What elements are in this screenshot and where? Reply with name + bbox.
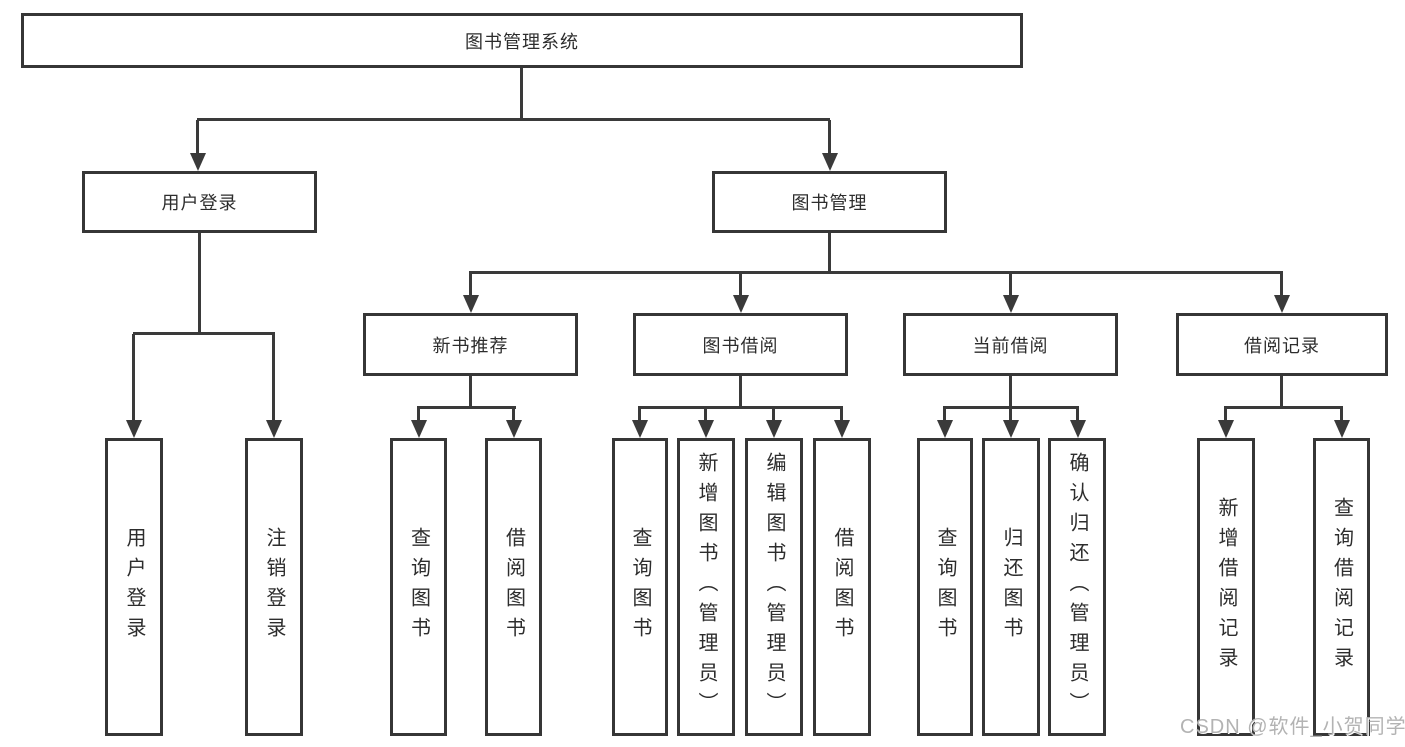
- node-user-login: 用户登录: [82, 171, 317, 233]
- leaf-label: 新增图书（管理员）: [695, 452, 717, 722]
- node-new-book-recommend: 新书推荐: [363, 313, 578, 376]
- leaf-add-borrow-record: 新增借阅记录: [1197, 438, 1255, 736]
- connector-mgmt-stub: [828, 233, 831, 273]
- connector-arrow-sec2-child2: [1076, 408, 1079, 421]
- connector-arrow-sec3-child0: [1224, 408, 1227, 421]
- leaf-label: 编辑图书（管理员）: [763, 452, 785, 722]
- leaf-query-books-current: 查询图书: [917, 438, 973, 736]
- connector-arrow-sec1-child2: [772, 408, 775, 421]
- leaf-user-login: 用户登录: [105, 438, 163, 736]
- leaf-confirm-return-admin: 确认归还（管理员）: [1048, 438, 1106, 736]
- connector-arrow-sec1-child0: [638, 408, 641, 421]
- connector-sec0-bar: [417, 406, 516, 409]
- leaf-label: 查询图书: [629, 527, 651, 647]
- leaf-label: 用户登录: [123, 527, 145, 647]
- leaf-logout: 注销登录: [245, 438, 303, 736]
- connector-sec3-stub: [1280, 376, 1283, 408]
- leaf-label: 借阅图书: [831, 527, 853, 647]
- node-label: 借阅记录: [1244, 335, 1320, 356]
- connector-arrow-sec1-child1: [704, 408, 707, 421]
- connector-arrow-sec0-child1: [512, 408, 515, 421]
- connector-arrow-sec0-child0: [417, 408, 420, 421]
- watermark: CSDN @软件_小贺同学: [1180, 716, 1405, 738]
- node-label: 新书推荐: [432, 335, 509, 356]
- connector-sec2-stub: [1009, 376, 1012, 408]
- connector-arrow-user-login: [196, 120, 199, 154]
- connector-arrow-sec2-child1: [1009, 408, 1012, 421]
- node-label: 图书管理: [791, 193, 868, 213]
- connector-sec0-stub: [469, 376, 472, 408]
- connector-user-bar: [133, 332, 275, 335]
- leaf-label: 查询借阅记录: [1330, 497, 1353, 677]
- connector-mgmt-bar: [469, 271, 1283, 274]
- node-borrow-records: 借阅记录: [1176, 313, 1388, 376]
- node-current-borrow: 当前借阅: [903, 313, 1118, 376]
- leaf-edit-book-admin: 编辑图书（管理员）: [745, 438, 803, 736]
- connector-root-stub: [520, 66, 523, 120]
- node-label: 当前借阅: [972, 335, 1049, 356]
- node-label: 图书管理系统: [465, 31, 579, 52]
- node-label: 图书借阅: [702, 335, 779, 356]
- leaf-borrow-books-recommend: 借阅图书: [485, 438, 542, 736]
- connector-arrow-book-management: [828, 120, 831, 154]
- connector-root-bar: [197, 118, 830, 121]
- node-library-management-system: 图书管理系统: [21, 13, 1023, 68]
- connector-sec1-bar: [638, 406, 843, 409]
- connector-user-stub: [198, 233, 201, 334]
- leaf-label: 注销登录: [263, 527, 285, 647]
- leaf-query-books-recommend: 查询图书: [390, 438, 447, 736]
- connector-arrow-leaf-logout: [272, 334, 275, 421]
- node-label: 用户登录: [161, 193, 238, 213]
- connector-arrow-new-book: [469, 273, 472, 296]
- connector-arrow-sec1-child3: [840, 408, 843, 421]
- leaf-label: 借阅图书: [502, 527, 525, 647]
- connector-arrow-borrow-records: [1280, 273, 1283, 296]
- connector-arrow-current-borrow: [1009, 273, 1012, 296]
- connector-sec1-stub: [739, 376, 742, 408]
- leaf-label: 查询图书: [407, 527, 430, 647]
- connector-arrow-leaf-user-login: [132, 334, 135, 421]
- connector-sec3-bar: [1224, 406, 1343, 409]
- leaf-query-books-borrow: 查询图书: [612, 438, 668, 736]
- node-book-management: 图书管理: [712, 171, 947, 233]
- node-book-borrow: 图书借阅: [633, 313, 848, 376]
- leaf-query-borrow-record: 查询借阅记录: [1313, 438, 1370, 736]
- leaf-label: 确认归还（管理员）: [1066, 452, 1088, 722]
- connector-arrow-sec3-child1: [1340, 408, 1343, 421]
- leaf-return-books: 归还图书: [982, 438, 1040, 736]
- leaf-borrow-books: 借阅图书: [813, 438, 871, 736]
- connector-arrow-book-borrow: [739, 273, 742, 296]
- leaf-add-book-admin: 新增图书（管理员）: [677, 438, 735, 736]
- leaf-label: 查询图书: [934, 527, 956, 647]
- leaf-label: 归还图书: [1000, 527, 1022, 647]
- leaf-label: 新增借阅记录: [1215, 497, 1237, 677]
- connector-arrow-sec2-child0: [943, 408, 946, 421]
